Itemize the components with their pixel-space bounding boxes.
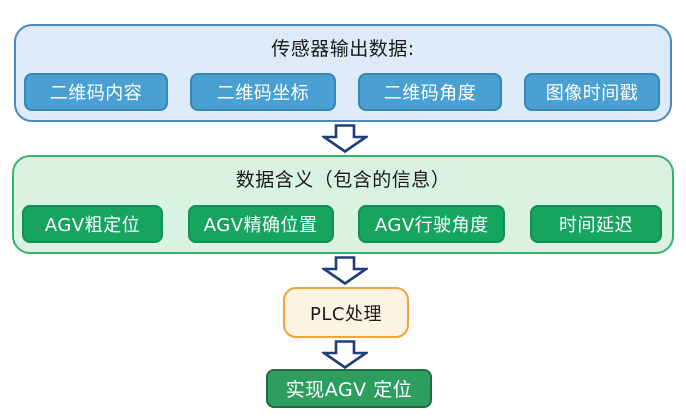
sensor-item-image-timestamp: 图像时间戳 — [524, 73, 660, 111]
sensor-item-qr-content: 二维码内容 — [24, 73, 168, 111]
meaning-item-agv-coarse-position: AGV粗定位 — [22, 205, 163, 243]
meaning-item-row: AGV粗定位 AGV精确位置 AGV行驶角度 时间延迟 — [22, 205, 662, 243]
down-arrow-icon — [322, 340, 368, 369]
meaning-item-agv-precise-position: AGV精确位置 — [187, 205, 334, 243]
sensor-item-row: 二维码内容 二维码坐标 二维码角度 图像时间戳 — [24, 73, 660, 111]
meaning-item-time-delay: 时间延迟 — [529, 205, 662, 243]
plc-processing-box: PLC处理 — [283, 287, 409, 338]
agv-positioning-result-box: 实现AGV 定位 — [266, 369, 432, 408]
down-arrow-icon — [322, 124, 368, 153]
sensor-section-title: 传感器输出数据: — [271, 38, 415, 60]
sensor-item-qr-coordinates: 二维码坐标 — [190, 73, 336, 111]
sensor-item-qr-angle: 二维码角度 — [358, 73, 502, 111]
data-meaning-section: 数据含义（包含的信息） AGV粗定位 AGV精确位置 AGV行驶角度 时间延迟 — [12, 155, 674, 254]
meaning-item-agv-travel-angle: AGV行驶角度 — [358, 205, 506, 243]
meaning-section-title: 数据含义（包含的信息） — [235, 169, 451, 191]
down-arrow-icon — [322, 256, 368, 285]
sensor-output-section: 传感器输出数据: 二维码内容 二维码坐标 二维码角度 图像时间戳 — [14, 24, 672, 122]
